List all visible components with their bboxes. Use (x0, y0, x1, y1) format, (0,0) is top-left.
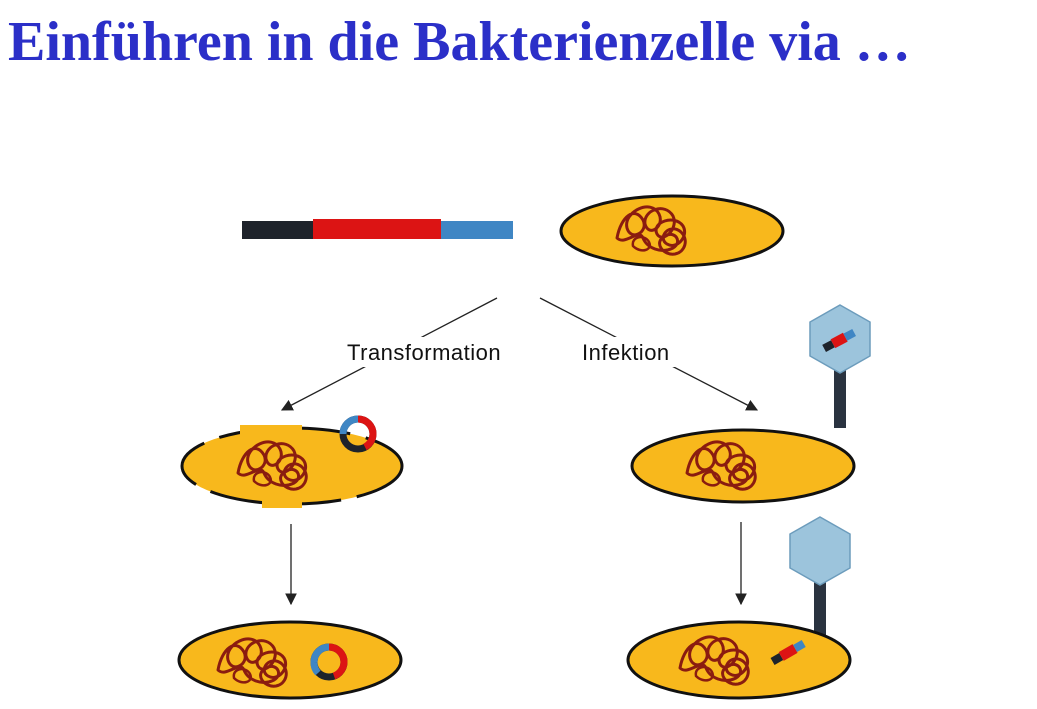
bacterium-icon (630, 428, 856, 504)
plasmid-icon (339, 415, 377, 453)
infected-bacterium-icon (626, 620, 852, 700)
label-infection: Infektion (582, 340, 670, 365)
plasmid-icon (310, 643, 348, 681)
bacterium-icon (559, 194, 785, 268)
bacteriophage-icon (809, 304, 871, 428)
transformed-bacterium-icon (177, 620, 403, 700)
phage-dna-fragment-icon (770, 640, 806, 665)
slide-title: Einführen in die Bakterienzelle via … (8, 11, 911, 73)
dna-fragment-icon (242, 219, 513, 239)
label-transformation: Transformation (347, 340, 501, 365)
bacteriophage-icon (789, 516, 851, 636)
